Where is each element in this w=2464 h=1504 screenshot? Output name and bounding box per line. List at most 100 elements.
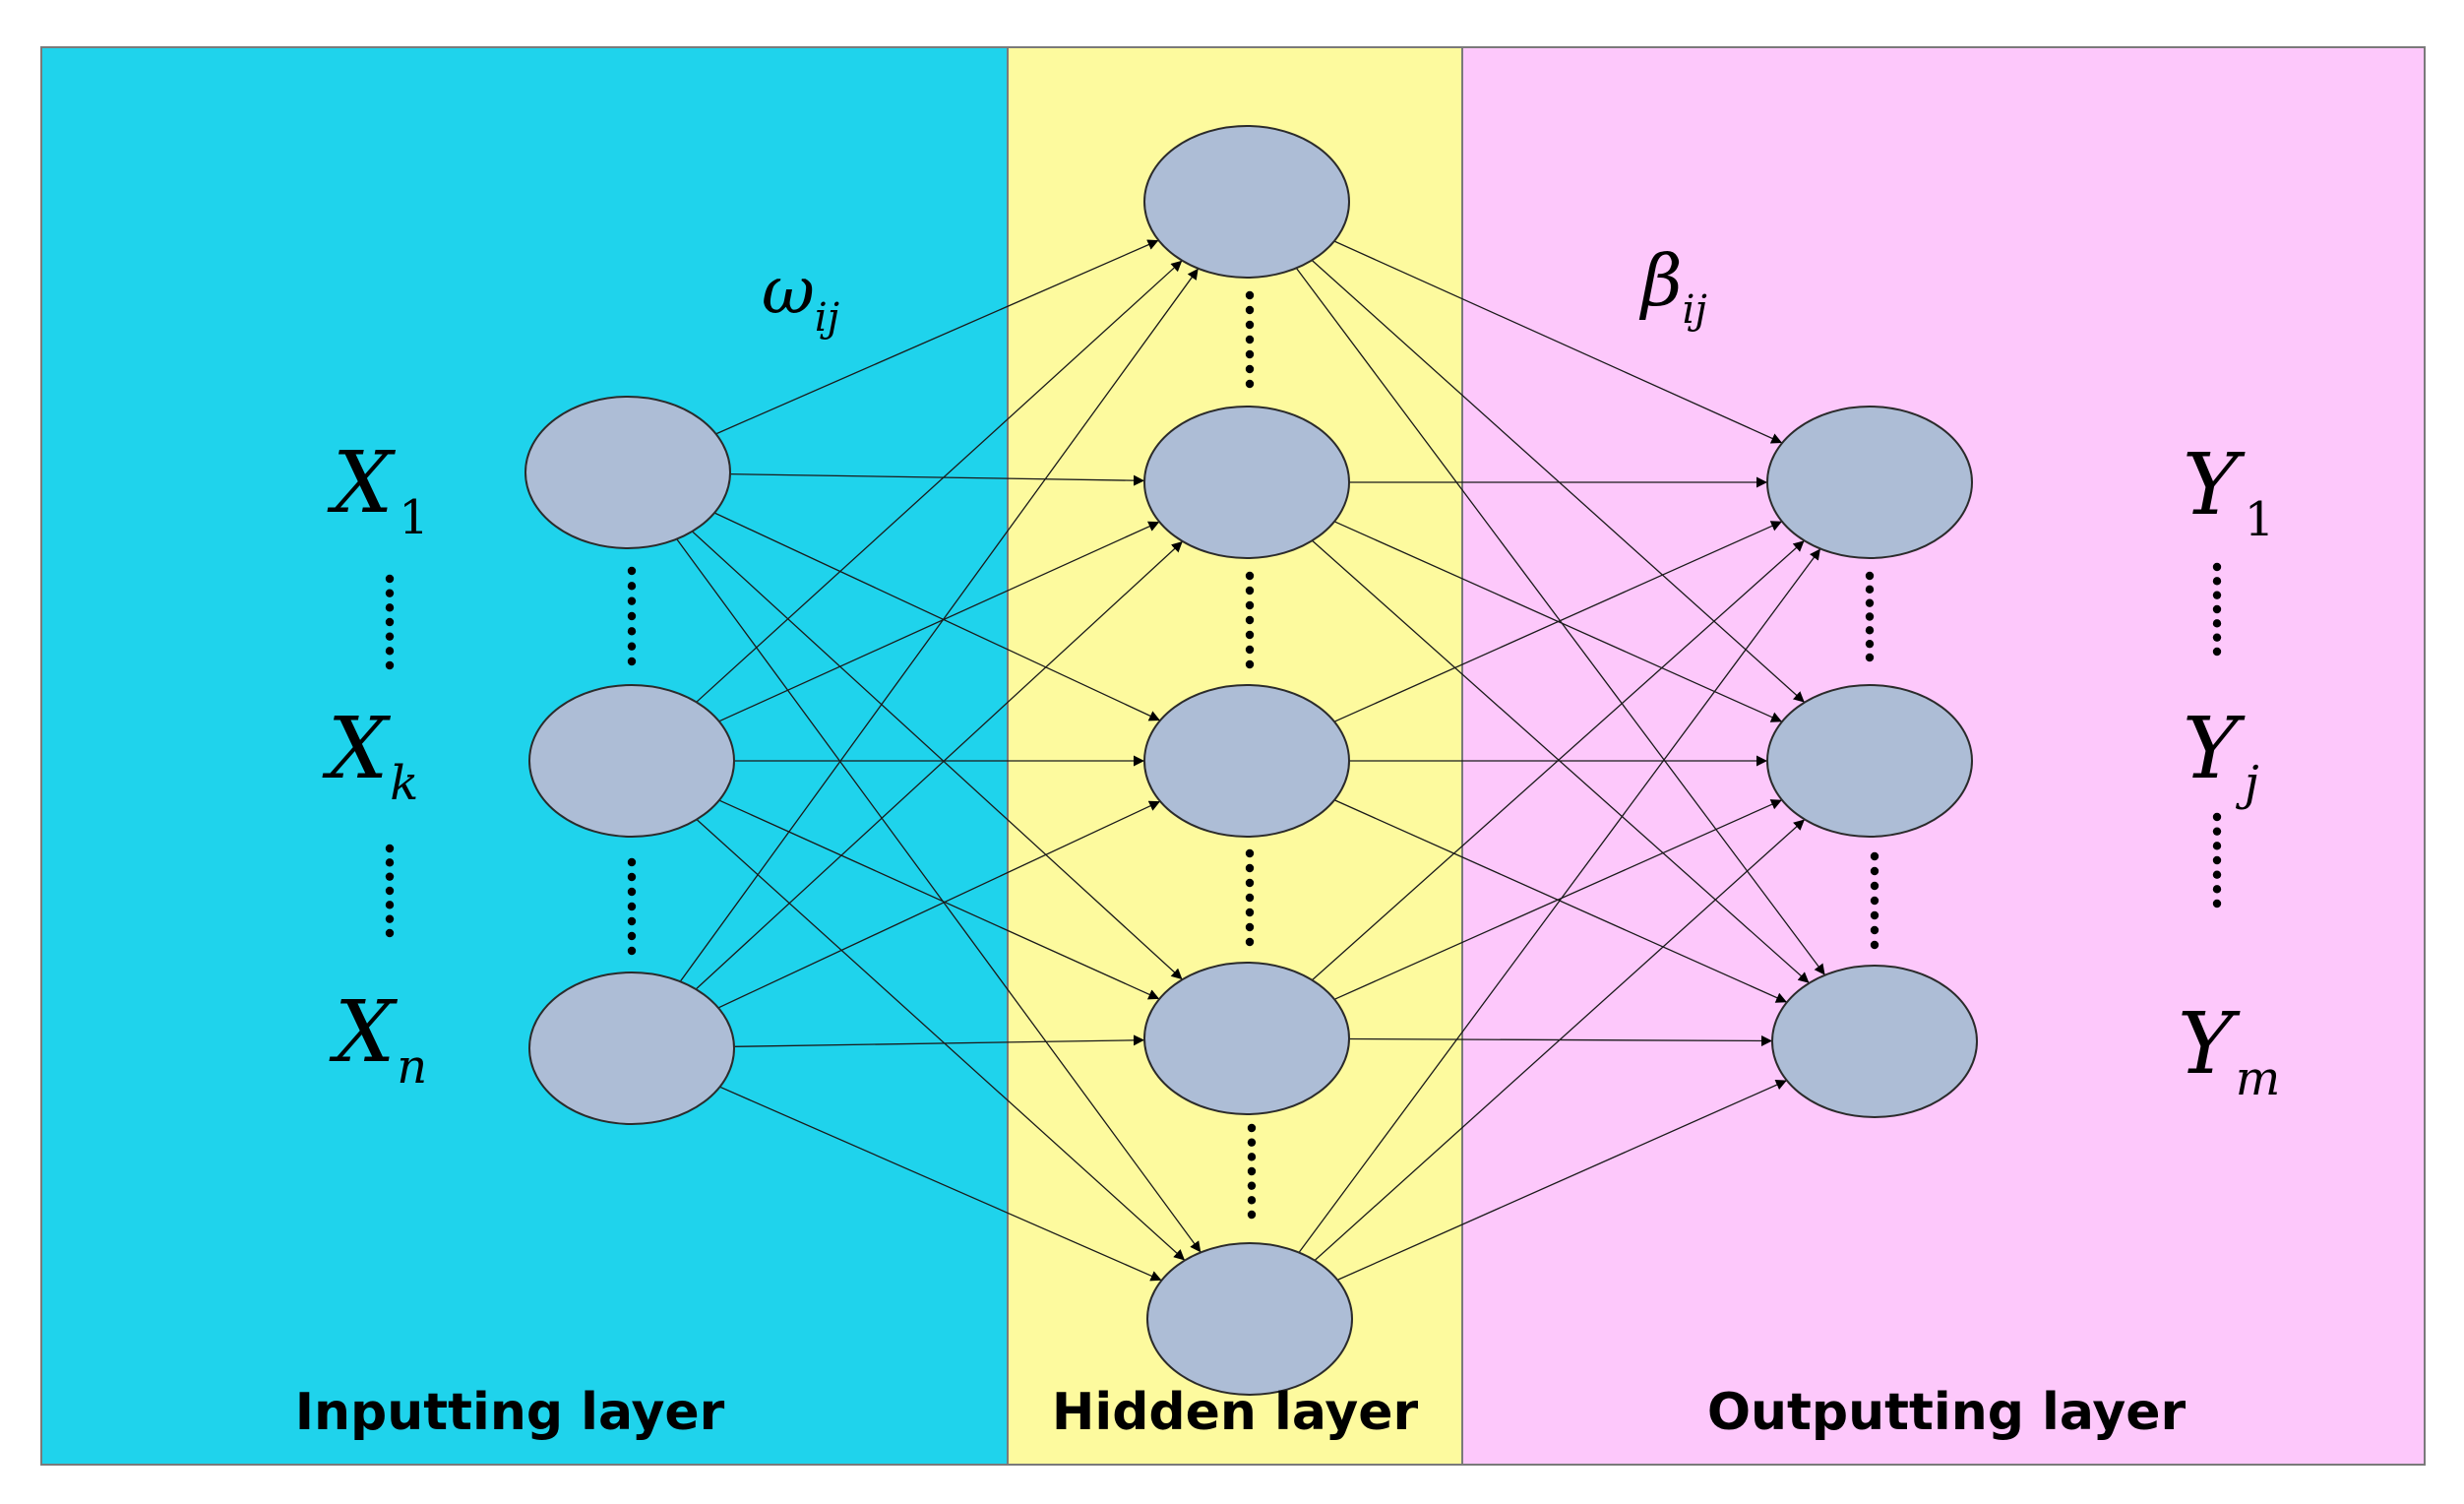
input-label-xk: Xk bbox=[322, 700, 418, 811]
output-neuron-dots-upper bbox=[1865, 571, 1875, 662]
ellipsis-dot bbox=[1247, 1196, 1257, 1205]
ellipsis-dot bbox=[1245, 349, 1255, 359]
hidden-output-weight-label: βij bbox=[1638, 239, 1707, 333]
ellipsis-dot bbox=[1245, 893, 1255, 903]
ellipsis-dot bbox=[627, 642, 637, 651]
output-label-dots-upper bbox=[2212, 562, 2222, 657]
input-hidden-connection bbox=[696, 819, 1186, 1261]
ellipsis-dot bbox=[1245, 305, 1255, 315]
ellipsis-dot bbox=[1245, 571, 1255, 581]
hidden-output-connection bbox=[1348, 1034, 1773, 1046]
ellipsis-dot bbox=[1247, 1181, 1257, 1190]
hidden-output-connection bbox=[1336, 1080, 1788, 1281]
ellipsis-dot bbox=[1245, 659, 1255, 669]
input-hidden-connection bbox=[713, 512, 1161, 721]
ellipsis-dot bbox=[1865, 639, 1875, 649]
hidden-neuron-1 bbox=[1143, 125, 1350, 279]
ellipsis-dot bbox=[627, 872, 637, 882]
ellipsis-dot bbox=[2212, 870, 2222, 879]
hidden-output-connection bbox=[1333, 799, 1783, 1000]
ellipsis-dot bbox=[1247, 1210, 1257, 1220]
hidden-output-connection bbox=[1295, 267, 1826, 976]
ellipsis-dot bbox=[1245, 922, 1255, 932]
ellipsis-dot bbox=[627, 582, 637, 591]
input-hidden-connection bbox=[679, 268, 1200, 982]
ellipsis-dot bbox=[627, 611, 637, 621]
hidden-neuron-dots-2 bbox=[1245, 571, 1255, 669]
input-hidden-connection bbox=[692, 531, 1183, 980]
input-hidden-connection bbox=[695, 540, 1184, 990]
ellipsis-dot bbox=[2212, 855, 2222, 865]
ellipsis-dot bbox=[1865, 585, 1875, 595]
ellipsis-dot bbox=[1870, 925, 1879, 935]
input-hidden-connection bbox=[719, 1086, 1162, 1282]
output-layer-label: Outputting layer bbox=[1707, 1383, 2187, 1442]
ellipsis-dot bbox=[1865, 612, 1875, 621]
output-neuron-m bbox=[1771, 965, 1978, 1118]
ellipsis-dot bbox=[627, 916, 637, 926]
ellipsis-dot bbox=[385, 647, 395, 656]
ellipsis-dot bbox=[385, 603, 395, 612]
ellipsis-dot bbox=[385, 574, 395, 584]
hidden-neuron-4 bbox=[1143, 962, 1350, 1115]
input-neuron-n bbox=[528, 971, 735, 1125]
ellipsis-dot bbox=[2212, 899, 2222, 909]
hidden-output-connection bbox=[1312, 539, 1810, 984]
ellipsis-dot bbox=[2212, 577, 2222, 586]
ellipsis-dot bbox=[627, 946, 637, 956]
ellipsis-dot bbox=[627, 657, 637, 666]
hidden-output-connection bbox=[1333, 521, 1783, 722]
output-neuron-dots-lower bbox=[1870, 851, 1879, 950]
hidden-neuron-2 bbox=[1143, 406, 1350, 559]
ellipsis-dot bbox=[1245, 290, 1255, 300]
input-layer-label: Inputting layer bbox=[295, 1383, 725, 1442]
ellipsis-dot bbox=[1247, 1138, 1257, 1147]
ellipsis-dot bbox=[1870, 940, 1879, 950]
input-hidden-connection bbox=[718, 799, 1160, 1000]
neurons bbox=[524, 125, 1978, 1396]
hidden-output-connection bbox=[1311, 539, 1806, 981]
ellipsis-dot bbox=[1247, 1166, 1257, 1176]
input-neuron-dots-lower bbox=[627, 857, 637, 956]
ellipsis-dot bbox=[385, 914, 395, 923]
input-hidden-connection bbox=[729, 473, 1145, 486]
ellipsis-dot bbox=[1245, 645, 1255, 655]
ellipsis-dot bbox=[1245, 320, 1255, 330]
hidden-output-connection bbox=[1314, 818, 1806, 1262]
ellipsis-dot bbox=[627, 887, 637, 897]
output-label-dots-lower bbox=[2212, 812, 2222, 909]
ellipsis-dot bbox=[627, 627, 637, 636]
ellipsis-dot bbox=[1245, 863, 1255, 873]
ellipsis-dot bbox=[627, 566, 637, 576]
input-hidden-connection bbox=[718, 521, 1160, 722]
ellipsis-dot bbox=[1245, 615, 1255, 625]
ellipsis-dot bbox=[385, 617, 395, 627]
hidden-neuron-dots-4 bbox=[1247, 1123, 1257, 1220]
ellipsis-dot bbox=[1870, 851, 1879, 861]
hidden-neuron-dots-1 bbox=[1245, 290, 1255, 389]
input-neuron-1 bbox=[524, 396, 731, 549]
ellipsis-dot bbox=[1247, 1123, 1257, 1133]
ellipsis-dot bbox=[385, 632, 395, 641]
ellipsis-dot bbox=[1245, 848, 1255, 858]
ellipsis-dot bbox=[385, 858, 395, 867]
input-neuron-dots-upper bbox=[627, 566, 637, 666]
ellipsis-dot bbox=[1865, 571, 1875, 581]
ellipsis-dots bbox=[385, 290, 2222, 1220]
ellipsis-dot bbox=[1245, 600, 1255, 610]
ellipsis-dot bbox=[1870, 881, 1879, 891]
input-layer-panel bbox=[40, 46, 1009, 1466]
ellipsis-dot bbox=[2212, 647, 2222, 657]
input-label-dots-upper bbox=[385, 574, 395, 670]
ellipsis-dot bbox=[385, 872, 395, 881]
ellipsis-dot bbox=[1870, 896, 1879, 906]
ellipsis-dot bbox=[2212, 885, 2222, 894]
ellipsis-dot bbox=[1245, 364, 1255, 374]
ellipsis-dot bbox=[1245, 630, 1255, 640]
ellipsis-dot bbox=[1245, 908, 1255, 917]
hidden-neuron-3 bbox=[1143, 684, 1350, 838]
output-label-ym: Ym bbox=[2178, 995, 2280, 1106]
